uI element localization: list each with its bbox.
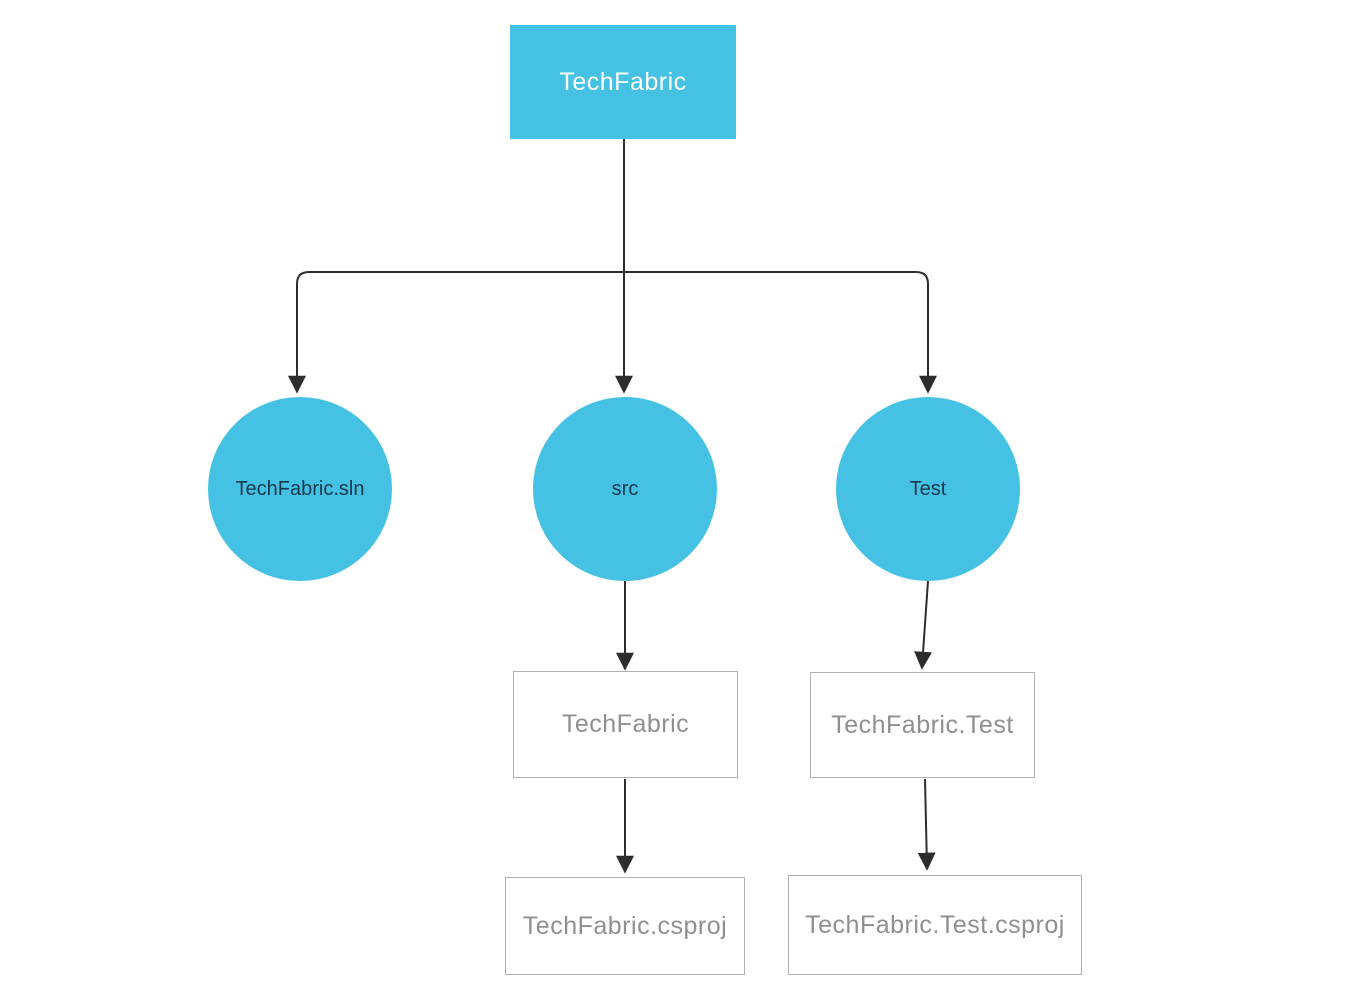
- node-techfabric-sln-label: TechFabric.sln: [235, 477, 365, 500]
- node-src: src: [533, 397, 717, 581]
- node-src-label: src: [611, 477, 639, 500]
- node-test-label: Test: [909, 477, 947, 500]
- node-techfabric-test-project: TechFabric.Test: [810, 672, 1035, 778]
- edge-testproject-to-csproj: [917, 778, 936, 871]
- node-techfabric-project-label: TechFabric: [561, 710, 690, 738]
- node-techfabric-root: TechFabric: [510, 25, 736, 139]
- edge-test-to-project: [914, 580, 933, 670]
- node-techfabric-test-csproj: TechFabric.Test.csproj: [788, 875, 1082, 975]
- node-techfabric-sln: TechFabric.sln: [208, 397, 392, 581]
- node-techfabric-test-csproj-label: TechFabric.Test.csproj: [805, 910, 1065, 939]
- node-techfabric-test-project-label: TechFabric.Test: [831, 710, 1014, 739]
- node-techfabric-project: TechFabric: [513, 671, 738, 778]
- edge-root-to-test: [624, 271, 937, 394]
- node-test: Test: [836, 397, 1020, 581]
- edge-root-to-sln: [288, 271, 624, 394]
- node-techfabric-root-label: TechFabric: [559, 67, 687, 96]
- node-techfabric-csproj-label: TechFabric.csproj: [522, 911, 728, 940]
- node-techfabric-csproj: TechFabric.csproj: [505, 877, 745, 975]
